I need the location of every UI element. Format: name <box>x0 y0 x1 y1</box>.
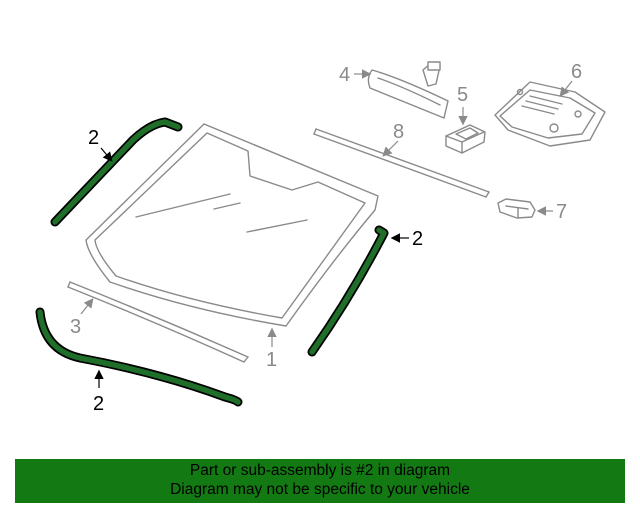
callout-7: 7 <box>556 201 567 223</box>
callout-2-right-pillar: 2 <box>412 228 423 250</box>
callout-4: 4 <box>339 64 350 86</box>
callout-2-left-pillar: 2 <box>88 127 99 149</box>
callout-5: 5 <box>457 84 468 106</box>
rearview-mirror <box>367 61 449 119</box>
sensor-bracket <box>445 124 486 154</box>
lower-strip <box>67 281 249 363</box>
callout-6: 6 <box>571 61 582 83</box>
molding-right-pillar <box>307 225 389 357</box>
overhead-console <box>494 81 606 147</box>
diagram-footer: Part or sub-assembly is #2 in diagram Di… <box>15 459 625 503</box>
clip <box>497 198 536 219</box>
callout-1: 1 <box>266 349 277 371</box>
upper-strip <box>313 128 490 198</box>
footer-disclaimer: Diagram may not be specific to your vehi… <box>170 481 470 498</box>
callout-2-lower: 2 <box>93 393 104 415</box>
windshield-glass <box>85 123 379 327</box>
footer-part-note: Part or sub-assembly is #2 in diagram <box>189 462 451 479</box>
callout-8: 8 <box>393 121 404 143</box>
molding-lower <box>35 307 243 407</box>
callout-3: 3 <box>70 316 81 338</box>
molding-left-pillar <box>50 117 183 227</box>
parts-diagram: 1 2 2 2 3 4 5 6 7 8 <box>35 61 606 415</box>
